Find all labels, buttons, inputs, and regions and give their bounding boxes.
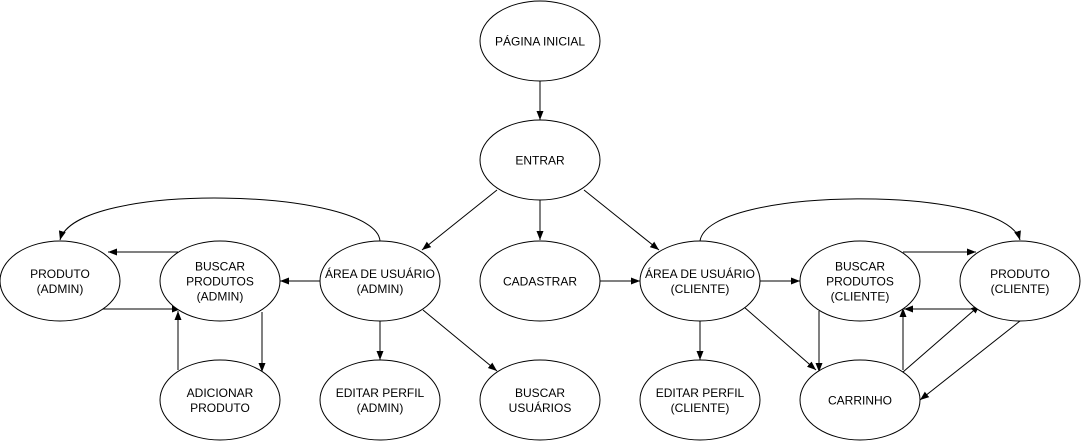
node-shape xyxy=(159,359,281,441)
node-buscar-produtos-cliente: BUSCAR PRODUTOS (CLIENTE) xyxy=(799,240,921,322)
node-pagina-inicial: PÁGINA INICIAL xyxy=(479,0,601,82)
node-shape xyxy=(0,240,121,322)
svg-text:(CLIENTE): (CLIENTE) xyxy=(831,290,890,304)
node-adicionar-produto: ADICIONAR PRODUTO xyxy=(159,359,281,441)
svg-text:BUSCAR: BUSCAR xyxy=(515,386,565,400)
node-label: BUSCAR xyxy=(515,386,565,400)
node-shape xyxy=(159,240,281,322)
edges xyxy=(58,81,1021,401)
node-label: (CLIENTE) xyxy=(671,282,730,296)
svg-text:EDITAR PERFIL: EDITAR PERFIL xyxy=(336,386,425,400)
svg-text:PÁGINA INICIAL: PÁGINA INICIAL xyxy=(495,34,585,49)
svg-text:ÁREA DE USUÁRIO: ÁREA DE USUÁRIO xyxy=(645,266,755,281)
edge-entrar-to-area-admin xyxy=(421,189,498,251)
svg-text:ÁREA DE USUÁRIO: ÁREA DE USUÁRIO xyxy=(325,266,435,281)
node-shape xyxy=(639,240,761,322)
node-label: EDITAR PERFIL xyxy=(656,386,745,400)
node-shape xyxy=(959,240,1081,322)
node-label: BUSCAR xyxy=(195,260,245,274)
node-label: (ADMIN) xyxy=(357,401,404,415)
svg-text:(CLIENTE): (CLIENTE) xyxy=(671,401,730,415)
svg-text:USUÁRIOS: USUÁRIOS xyxy=(509,400,572,415)
node-label: (CLIENTE) xyxy=(991,282,1050,296)
edge-area-admin-to-buscar-usuarios xyxy=(422,309,498,372)
svg-text:PRODUTO: PRODUTO xyxy=(30,267,90,281)
node-editar-perfil-admin: EDITAR PERFIL (ADMIN) xyxy=(319,359,441,441)
node-label: (ADMIN) xyxy=(197,290,244,304)
node-label: PRODUTO xyxy=(190,401,250,415)
node-label: CADASTRAR xyxy=(503,275,577,289)
node-buscar-usuarios: BUSCAR USUÁRIOS xyxy=(479,359,601,441)
node-label: (ADMIN) xyxy=(357,282,404,296)
node-label: USUÁRIOS xyxy=(509,400,572,415)
edge-carrinho-to-produto-cliente xyxy=(902,304,981,373)
node-label: PRODUTO xyxy=(990,267,1050,281)
node-produto-cliente: PRODUTO (CLIENTE) xyxy=(959,240,1081,322)
svg-text:EDITAR PERFIL: EDITAR PERFIL xyxy=(656,386,745,400)
svg-text:(ADMIN): (ADMIN) xyxy=(357,401,404,415)
svg-text:(ADMIN): (ADMIN) xyxy=(197,290,244,304)
node-shape xyxy=(479,359,601,441)
node-area-admin: ÁREA DE USUÁRIO (ADMIN) xyxy=(319,240,441,322)
node-label: PRODUTOS xyxy=(826,275,894,289)
edge-produto-cliente-to-carrinho xyxy=(919,320,1021,401)
svg-text:PRODUTOS: PRODUTOS xyxy=(186,275,254,289)
node-label: PRODUTO xyxy=(30,267,90,281)
node-label: ADICIONAR xyxy=(187,386,254,400)
svg-text:CADASTRAR: CADASTRAR xyxy=(503,275,577,289)
svg-text:PRODUTOS: PRODUTOS xyxy=(826,275,894,289)
svg-text:ENTRAR: ENTRAR xyxy=(515,154,565,168)
node-shape xyxy=(639,359,761,441)
node-label: BUSCAR xyxy=(835,260,885,274)
edge-entrar-to-area-cliente xyxy=(583,189,660,251)
node-cadastrar: CADASTRAR xyxy=(479,240,601,322)
node-label: (CLIENTE) xyxy=(671,401,730,415)
node-label: EDITAR PERFIL xyxy=(336,386,425,400)
svg-text:(CLIENTE): (CLIENTE) xyxy=(991,282,1050,296)
svg-text:(ADMIN): (ADMIN) xyxy=(357,282,404,296)
node-label: (ADMIN) xyxy=(37,282,84,296)
edge-area-cliente-to-carrinho xyxy=(743,306,817,371)
node-label: PRODUTOS xyxy=(186,275,254,289)
svg-text:(CLIENTE): (CLIENTE) xyxy=(671,282,730,296)
edge-area-cliente-to-produto-cliente xyxy=(699,198,1021,242)
edge-area-admin-to-produto-admin xyxy=(58,197,381,242)
node-editar-perfil-cliente: EDITAR PERFIL (CLIENTE) xyxy=(639,359,761,441)
svg-text:(ADMIN): (ADMIN) xyxy=(37,282,84,296)
node-shape xyxy=(479,119,601,201)
node-shape xyxy=(479,0,601,82)
svg-text:BUSCAR: BUSCAR xyxy=(195,260,245,274)
node-label: CARRINHO xyxy=(828,394,892,408)
svg-text:CARRINHO: CARRINHO xyxy=(828,394,892,408)
node-shape xyxy=(479,240,601,322)
node-label: PÁGINA INICIAL xyxy=(495,34,585,49)
node-label: (CLIENTE) xyxy=(831,290,890,304)
svg-text:ADICIONAR: ADICIONAR xyxy=(187,386,254,400)
svg-text:PRODUTO: PRODUTO xyxy=(990,267,1050,281)
node-produto-admin: PRODUTO (ADMIN) xyxy=(0,240,121,322)
node-entrar: ENTRAR xyxy=(479,119,601,201)
node-shape xyxy=(319,240,441,322)
node-label: ÁREA DE USUÁRIO xyxy=(645,266,755,281)
svg-text:BUSCAR: BUSCAR xyxy=(835,260,885,274)
node-carrinho: CARRINHO xyxy=(799,359,921,441)
node-shape xyxy=(799,240,921,322)
svg-text:PRODUTO: PRODUTO xyxy=(190,401,250,415)
node-shape xyxy=(319,359,441,441)
node-label: ENTRAR xyxy=(515,154,565,168)
node-label: ÁREA DE USUÁRIO xyxy=(325,266,435,281)
node-buscar-produtos-admin: BUSCAR PRODUTOS (ADMIN) xyxy=(159,240,281,322)
node-shape xyxy=(799,359,921,441)
node-area-cliente: ÁREA DE USUÁRIO (CLIENTE) xyxy=(639,240,761,322)
